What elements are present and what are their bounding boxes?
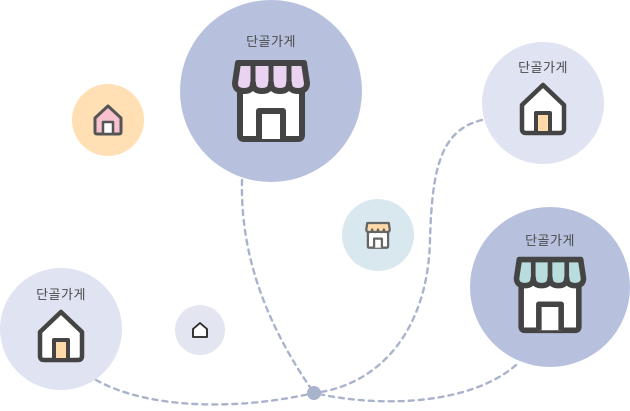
house-icon (519, 82, 567, 135)
house-icon (192, 322, 208, 338)
house-node-top-right: 단골가게 (482, 42, 604, 164)
store-node-top: 단골가게 (180, 0, 362, 182)
store-label: 단골가게 (525, 233, 575, 249)
store-label: 단골가게 (246, 34, 296, 50)
house-icon (93, 104, 123, 136)
house-label: 단골가게 (518, 60, 568, 76)
store-node-small (342, 199, 414, 271)
path-house-tr-to-hub (312, 118, 484, 395)
house-node-left: 단골가게 (0, 268, 122, 390)
house-icon (37, 309, 85, 362)
store-icon (365, 221, 391, 249)
path-store-top-to-hub (240, 178, 316, 395)
hub-dot (307, 386, 321, 400)
store-icon (232, 59, 310, 142)
path-store-right-to-hub (312, 363, 518, 403)
house-node-tiny (175, 305, 225, 355)
path-house-left-to-hub (94, 378, 316, 406)
house-node-small-orange (72, 84, 144, 156)
store-icon (513, 256, 587, 333)
house-label: 단골가게 (36, 287, 86, 303)
store-node-right: 단골가게 (470, 207, 630, 367)
